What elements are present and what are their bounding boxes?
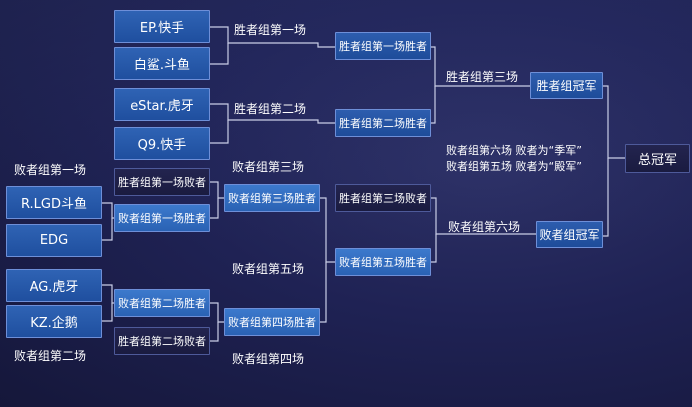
connector-l2 [102, 284, 114, 304]
label-winners-match3: 胜者组第三场 [446, 70, 519, 84]
connector-l2b [102, 303, 113, 322]
connector-w1b [210, 43, 229, 65]
connector-l4 [210, 302, 224, 323]
losers-match2-winner: 败者组第二场胜者 [114, 289, 210, 317]
grand-champion: 总冠军 [625, 144, 690, 173]
connector-l1b [102, 218, 113, 241]
winners-match1-loser: 胜者组第一场败者 [114, 168, 210, 196]
connector-l1 [102, 202, 114, 219]
team-kz-qie: KZ.企鹅 [6, 305, 102, 338]
losers-match4-winner: 败者组第四场胜者 [224, 308, 320, 336]
connector-champ-w [603, 85, 625, 159]
winners-champion: 胜者组冠军 [530, 72, 603, 99]
winners-match3-loser: 胜者组第三场败者 [335, 184, 431, 212]
note-third-place: 败者组第六场 败者为“季军” [446, 144, 582, 157]
team-baisha-douyu: 白鲨.斗鱼 [114, 47, 210, 80]
team-rlgd-douyu: R.LGD斗鱼 [6, 186, 102, 219]
winners-match2-winner: 胜者组第二场胜者 [335, 109, 431, 137]
team-ag-huya: AG.虎牙 [6, 269, 102, 302]
label-losers-match3: 败者组第三场 [232, 160, 305, 174]
connector-l4b [210, 322, 219, 342]
connector-w3b [431, 86, 436, 124]
label-losers-match4: 败者组第四场 [232, 352, 305, 366]
team-ep-kuaishou: EP.快手 [114, 10, 210, 43]
team-edg: EDG [6, 224, 102, 257]
winners-match1-winner: 胜者组第一场胜者 [335, 32, 431, 60]
team-estar-huya: eStar.虎牙 [114, 88, 210, 121]
connector-l6 [431, 197, 536, 235]
losers-match5-winner: 败者组第五场胜者 [335, 248, 431, 276]
losers-match3-winner: 败者组第三场胜者 [224, 184, 320, 212]
connector-l3 [210, 181, 224, 199]
connector-w2 [210, 103, 335, 124]
connector-l5b [320, 262, 327, 323]
connector-w2b [210, 120, 229, 144]
connector-l6b [431, 234, 437, 263]
team-q9-kuaishou: Q9.快手 [114, 127, 210, 160]
label-winners-match2: 胜者组第二场 [234, 102, 307, 116]
connector-l5 [320, 197, 335, 263]
connector-champ-l [603, 158, 609, 237]
winners-match2-loser: 胜者组第二场败者 [114, 327, 210, 355]
losers-champion: 败者组冠军 [536, 221, 603, 248]
connector-w3 [431, 46, 530, 87]
label-losers-match6: 败者组第六场 [448, 220, 521, 234]
connector-l3b [210, 198, 219, 219]
label-losers-match5: 败者组第五场 [232, 262, 305, 276]
label-losers-match1: 败者组第一场 [14, 163, 87, 177]
losers-match1-winner: 败者组第一场胜者 [114, 204, 210, 232]
note-fourth-place: 败者组第五场 败者为“殿军” [446, 160, 582, 173]
connector-w1 [210, 26, 335, 48]
label-winners-match1: 胜者组第一场 [234, 23, 307, 37]
label-losers-match2: 败者组第二场 [14, 349, 87, 363]
